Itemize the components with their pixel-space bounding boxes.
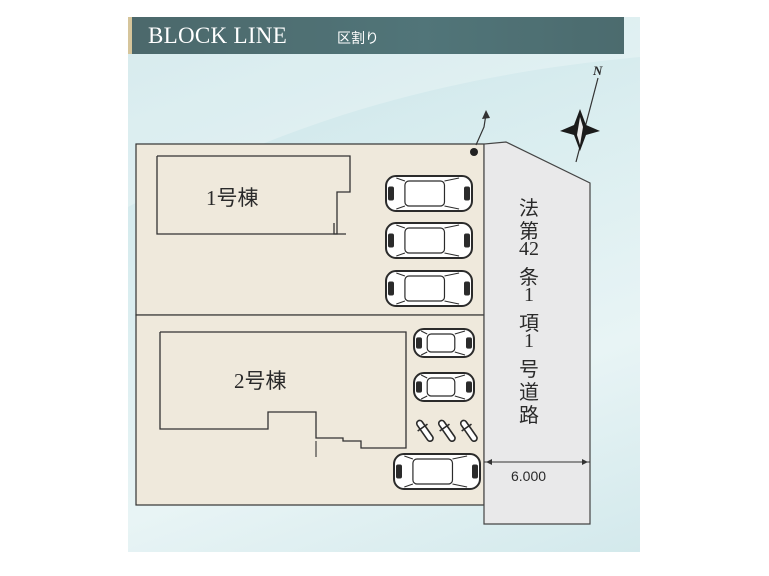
road-label-char: 第 bbox=[519, 221, 539, 243]
north-label: N bbox=[593, 63, 603, 78]
car-icon bbox=[385, 175, 473, 212]
road-area bbox=[483, 141, 591, 525]
building-2-outline bbox=[159, 331, 407, 449]
road-label-char: 1 bbox=[524, 330, 534, 352]
car-icon bbox=[413, 328, 475, 358]
road-label-char: 号 bbox=[519, 359, 539, 381]
building-1-outline bbox=[156, 155, 351, 235]
north-compass-icon bbox=[560, 77, 600, 163]
road-label-char: 道 bbox=[519, 382, 539, 404]
boundary-point bbox=[470, 148, 478, 156]
road-label-char: 1 bbox=[524, 284, 534, 306]
lot-1-label: 1号棟 bbox=[206, 186, 259, 210]
road-width-label: 6.000 bbox=[511, 468, 547, 484]
light-sweep bbox=[128, 17, 640, 207]
banner-title: BLOCK LINE bbox=[148, 23, 288, 48]
title-banner: BLOCK LINE 区割り bbox=[128, 17, 624, 54]
banner-subtitle: 区割り bbox=[337, 32, 379, 47]
bicycle-icon bbox=[415, 419, 434, 443]
road-label-char: 42 bbox=[519, 238, 539, 260]
road-label-char: 条 bbox=[519, 267, 539, 289]
banner-accent bbox=[128, 17, 132, 54]
lot-2-label: 2号棟 bbox=[234, 369, 287, 393]
site-plan-frame: BLOCK LINE 区割り bbox=[128, 17, 640, 552]
car-icon bbox=[385, 270, 473, 307]
road-label-char: 法 bbox=[519, 198, 539, 220]
road-label-char: 路 bbox=[519, 405, 539, 427]
bicycle-icon bbox=[437, 419, 456, 443]
road-label-char: 項 bbox=[519, 313, 539, 335]
car-icon bbox=[385, 222, 473, 259]
bicycle-icon bbox=[459, 419, 478, 443]
car-icon bbox=[393, 453, 481, 490]
car-icon bbox=[413, 372, 475, 402]
building-1-entry-mark bbox=[333, 223, 346, 235]
site-plan bbox=[128, 17, 640, 525]
